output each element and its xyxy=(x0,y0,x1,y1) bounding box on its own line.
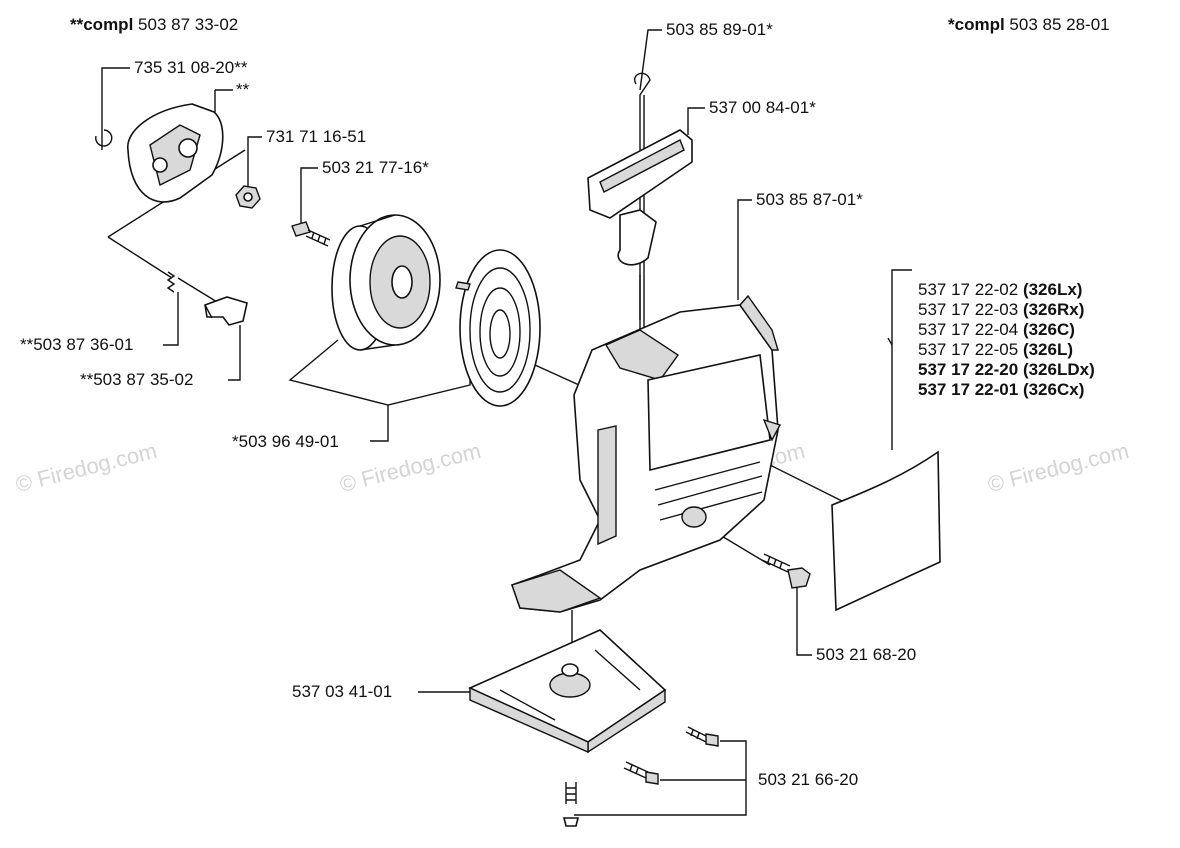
part-label: 537 03 41-01 xyxy=(292,682,393,701)
screw xyxy=(761,553,811,589)
decal-row: 537 17 22-20 (326LDx) xyxy=(918,360,1095,380)
starter-cord xyxy=(634,72,651,330)
decal-number: 537 17 22-03 xyxy=(918,300,1019,319)
decal-list: 537 17 22-02 (326Lx) 537 17 22-03 (326Rx… xyxy=(918,280,1095,400)
decal-model: (326L) xyxy=(1022,340,1074,359)
part-label: **503 87 35-02 xyxy=(80,370,194,389)
decal-model: (326Lx) xyxy=(1022,280,1083,299)
part-label: 503 21 77-16* xyxy=(322,158,429,177)
part-label: 503 21 68-20 xyxy=(816,645,917,664)
spring-part xyxy=(166,271,176,293)
pulley xyxy=(331,214,441,351)
decal-model: (326Rx) xyxy=(1022,300,1085,319)
part-label: 503 21 66-20 xyxy=(758,770,859,789)
circlip xyxy=(95,129,113,147)
nut xyxy=(235,185,261,209)
leader-lines xyxy=(101,29,912,816)
recoil-spring xyxy=(455,249,541,407)
decal-model: (326Cx) xyxy=(1022,380,1085,399)
part-label: 537 00 84-01* xyxy=(709,98,816,117)
assembly-number: 503 85 28-01 xyxy=(1009,15,1110,34)
screw xyxy=(562,782,580,827)
decal-row: 537 17 22-05 (326L) xyxy=(918,340,1095,360)
screw xyxy=(291,221,331,247)
decal-row: 537 17 22-01 (326Cx) xyxy=(918,380,1095,400)
assembly-prefix: **compl xyxy=(70,15,134,34)
part-label: *503 96 49-01 xyxy=(232,432,339,451)
decal-row: 537 17 22-02 (326Lx) xyxy=(918,280,1095,300)
decal-row: 537 17 22-04 (326C) xyxy=(918,320,1095,340)
decal-row: 537 17 22-03 (326Rx) xyxy=(918,300,1095,320)
decal-number: 537 17 22-05 xyxy=(918,340,1019,359)
part-label: 731 71 16-51 xyxy=(266,127,367,146)
part-label: 503 85 89-01* xyxy=(666,20,773,39)
bottom-plate xyxy=(468,629,667,754)
assembly-number: 503 87 33-02 xyxy=(138,15,239,34)
starter-handle xyxy=(587,129,693,266)
decal-number: 537 17 22-20 xyxy=(918,360,1019,379)
assembly-prefix: *compl xyxy=(948,15,1005,34)
part-label: 735 31 08-20** xyxy=(134,58,248,77)
decal-sheet xyxy=(831,450,941,612)
decal-model: (326C) xyxy=(1022,320,1075,339)
part-label: **503 87 36-01 xyxy=(20,335,134,354)
fan-housing xyxy=(510,294,782,613)
part-label: ** xyxy=(236,80,250,99)
screw xyxy=(685,726,719,747)
decal-number: 537 17 22-01 xyxy=(918,380,1019,399)
screw xyxy=(623,761,659,785)
part-label: 503 85 87-01* xyxy=(756,190,863,209)
decal-number: 537 17 22-02 xyxy=(918,280,1019,299)
decal-model: (326LDx) xyxy=(1022,360,1095,379)
assembly-header-left: **compl 503 87 33-02 xyxy=(70,15,238,35)
pawl-part xyxy=(204,296,248,326)
assembly-header-right: *compl 503 85 28-01 xyxy=(948,15,1110,35)
decal-number: 537 17 22-04 xyxy=(918,320,1019,339)
starter-cover-part xyxy=(127,103,224,203)
